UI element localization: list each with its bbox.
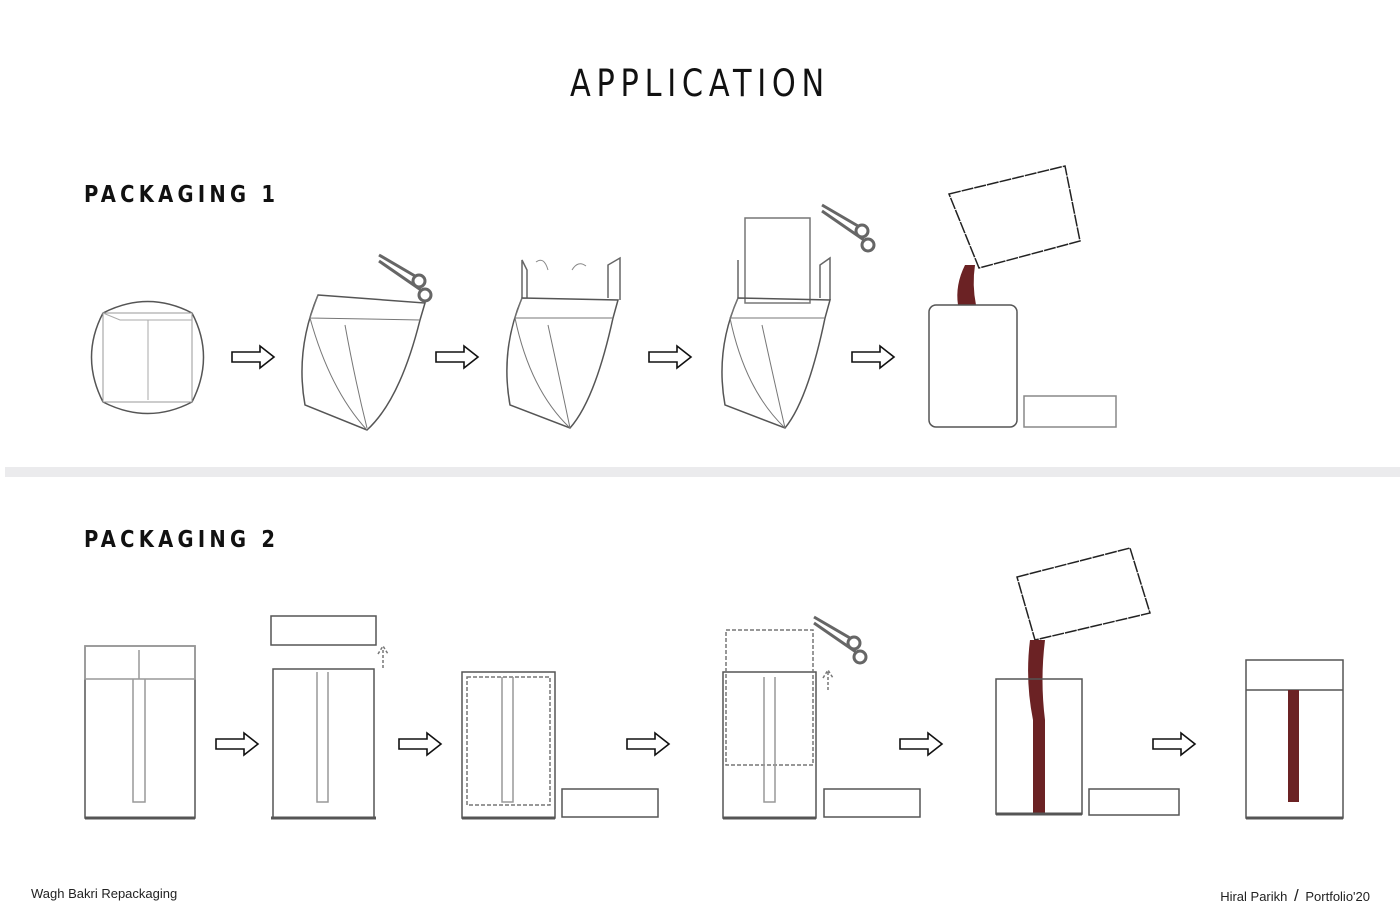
p2-step6-filled-canister — [1245, 659, 1344, 820]
p2-step4-pouch-out — [722, 615, 921, 820]
p1-step5-pour — [928, 165, 1117, 428]
arrow-icon — [231, 345, 275, 369]
p2-step2-lid-off — [270, 615, 389, 820]
p1-step2-bag — [301, 253, 433, 431]
p1-step3-open-bag — [506, 256, 621, 429]
scissors-icon — [812, 615, 868, 665]
section-title-packaging-2: PACKAGING 2 — [84, 527, 280, 553]
footer-portfolio: Portfolio'20 — [1305, 889, 1370, 904]
p2-step3-pouch-inside — [461, 671, 659, 820]
page-title: APPLICATION — [570, 62, 830, 105]
arrow-icon — [1152, 732, 1196, 756]
p2-step1-canister — [84, 645, 196, 820]
scissors-icon — [377, 253, 433, 303]
footer-credit: Hiral Parikh / Portfolio'20 — [1220, 886, 1370, 906]
tea-fill — [1288, 690, 1299, 802]
p2-step5-pour — [995, 547, 1180, 816]
arrow-icon — [215, 732, 259, 756]
arrow-up-icon — [822, 668, 834, 690]
tea-stream — [957, 265, 976, 305]
p1-step1-flat-pouch — [90, 300, 205, 415]
arrow-icon — [899, 732, 943, 756]
arrow-icon — [851, 345, 895, 369]
arrow-up-icon — [377, 644, 389, 668]
p1-step4-pouch-out — [721, 203, 876, 429]
arrow-icon — [626, 732, 670, 756]
footer-project: Wagh Bakri Repackaging — [31, 886, 178, 901]
scissors-icon — [820, 203, 876, 253]
arrow-icon — [398, 732, 442, 756]
footer-author: Hiral Parikh — [1220, 889, 1288, 904]
section-divider — [5, 467, 1400, 477]
section-title-packaging-1: PACKAGING 1 — [84, 182, 280, 208]
footer-separator: / — [1294, 886, 1299, 905]
arrow-icon — [648, 345, 692, 369]
tea-stream — [1028, 640, 1045, 814]
arrow-icon — [435, 345, 479, 369]
